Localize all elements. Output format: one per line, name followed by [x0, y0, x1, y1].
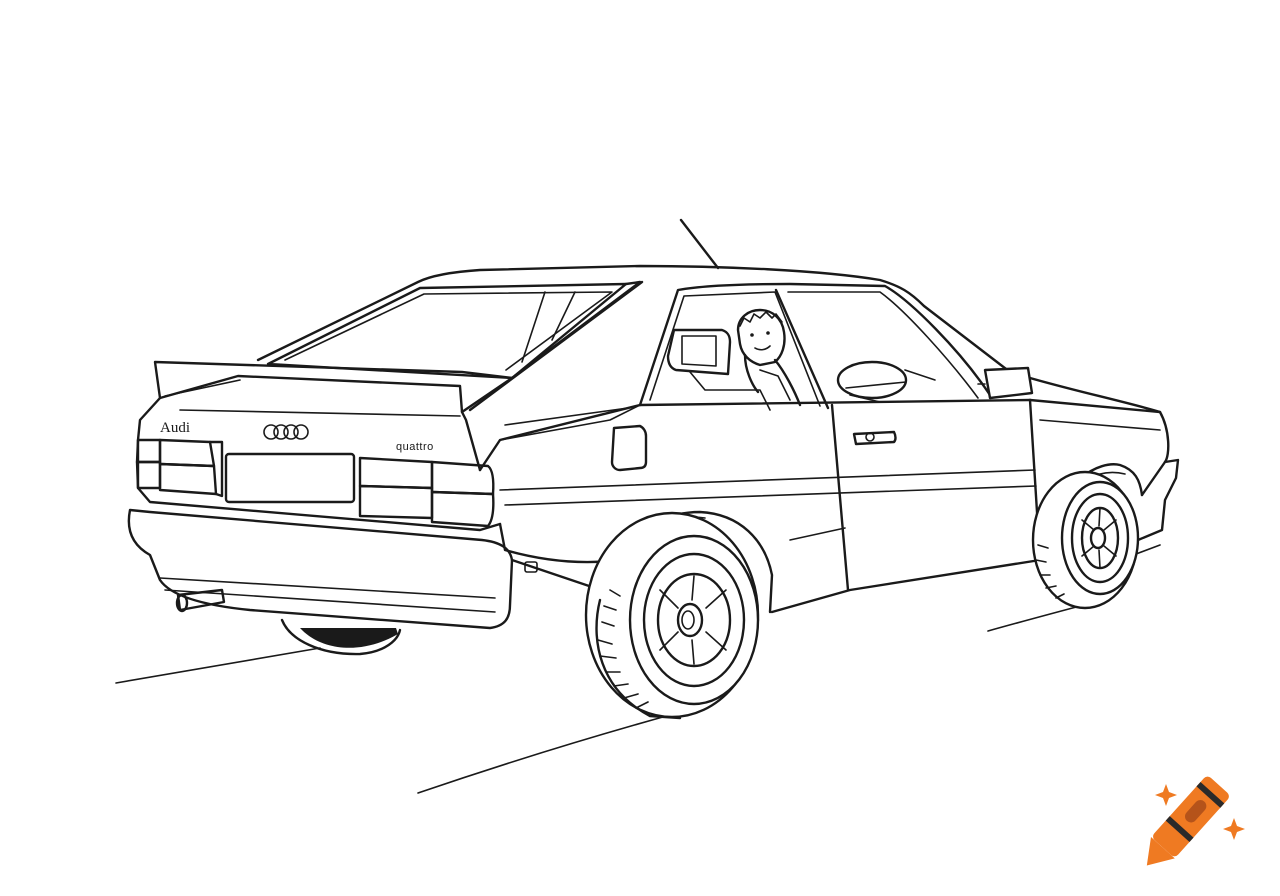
rear-left-wheel — [280, 618, 402, 656]
interior — [666, 328, 936, 411]
badge-text: Audi — [160, 420, 190, 436]
antenna — [679, 218, 720, 270]
sparkle-icon — [1155, 784, 1245, 840]
crayon-logo-icon — [1146, 776, 1229, 866]
license-plate — [224, 452, 356, 504]
road-lines — [115, 605, 1081, 794]
model-text: quattro — [396, 441, 434, 453]
rear-badges: Audi quattro — [160, 420, 434, 453]
driver-figure — [736, 308, 802, 407]
taillights — [135, 438, 495, 528]
rear-right-wheel — [584, 511, 760, 720]
front-right-wheel — [1031, 470, 1140, 610]
car-body — [127, 264, 1180, 630]
four-rings-logo — [263, 424, 309, 440]
